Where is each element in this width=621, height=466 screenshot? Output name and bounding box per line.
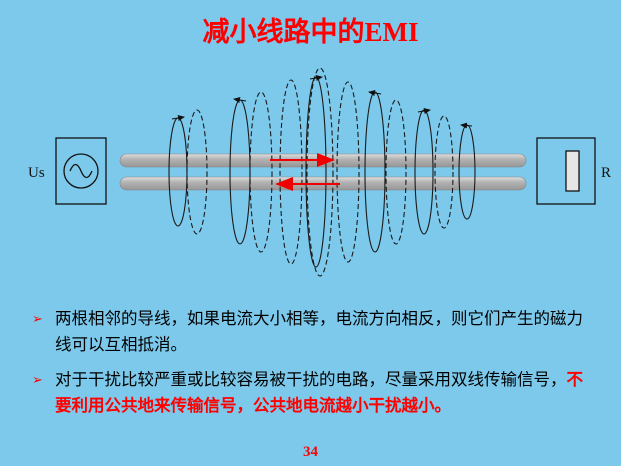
emi-diagram: Us R	[0, 48, 621, 308]
bullet-text-2-red: 不要利用公共地来传输信号，公共地电流越小干扰越小。	[55, 371, 583, 415]
load-box: R	[536, 137, 611, 205]
bullet-text-2: 对于干扰比较严重或比较容易被干扰的电路，尽量采用双线传输信号，不要利用公共地来传…	[55, 367, 595, 419]
bullet-text-1: 两根相邻的导线，如果电流大小相等，电流方向相反，则它们产生的磁力线可以互相抵消。	[55, 310, 583, 354]
sine-source-icon	[63, 153, 99, 189]
voltage-source-box: Us	[28, 137, 107, 205]
slide-title: 减小线路中的EMI	[202, 17, 419, 47]
sine-wave-icon	[69, 163, 93, 179]
page-number: 34	[303, 444, 318, 460]
bullet-text-2-black: 对于干扰比较严重或比较容易被干扰的电路，尽量采用双线传输信号，	[55, 371, 567, 389]
resistor-icon	[565, 150, 580, 192]
emi-diagram-svg: Us R	[28, 67, 611, 277]
bullet-list: ➢ 两根相邻的导线，如果电流大小相等，电流方向相反，则它们产生的磁力线可以互相抵…	[32, 306, 595, 428]
bullet-arrow-icon: ➢	[32, 311, 43, 326]
bullet-arrow-icon: ➢	[32, 372, 43, 387]
bullet-item-2: ➢ 对于干扰比较严重或比较容易被干扰的电路，尽量采用双线传输信号，不要利用公共地…	[32, 367, 595, 419]
load-label: R	[601, 165, 611, 181]
magnetic-field-lines	[168, 67, 476, 277]
source-label: Us	[28, 165, 45, 181]
bullet-item-1: ➢ 两根相邻的导线，如果电流大小相等，电流方向相反，则它们产生的磁力线可以互相抵…	[32, 306, 595, 358]
field-direction-arrows	[171, 75, 473, 129]
